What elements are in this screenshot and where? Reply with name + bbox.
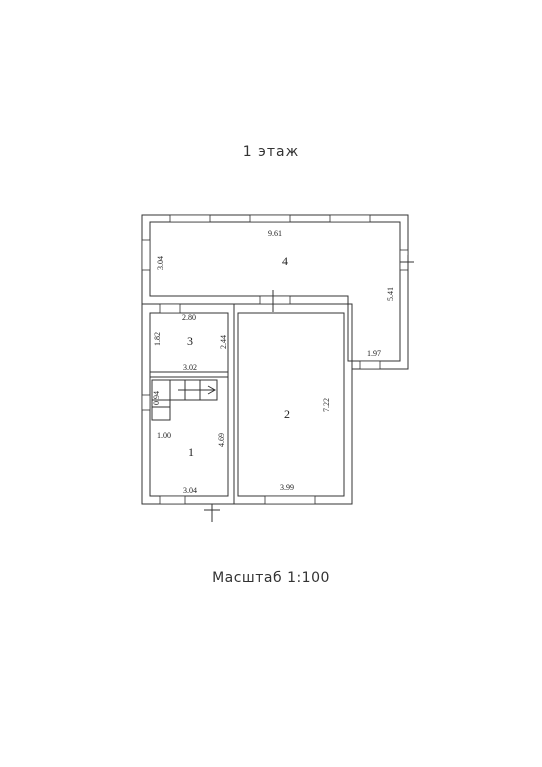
- dim-stair: 0.94: [152, 391, 161, 405]
- dim-room1-bottom: 3.04: [183, 486, 197, 495]
- exterior-walls: [141, 214, 409, 505]
- room-2-number: 2: [284, 407, 290, 421]
- dim-room2-bottom: 3.99: [280, 483, 294, 492]
- dim-room3-left: 1.82: [153, 332, 162, 346]
- dim-room4-right: 5.41: [386, 287, 395, 301]
- dim-room3-width: 2.80: [182, 313, 196, 322]
- floor-title: 1 этаж: [242, 144, 300, 160]
- room-3-number: 3: [187, 334, 193, 348]
- room-4-number: 4: [282, 254, 288, 268]
- dim-room4-bottom-right: 1.97: [367, 349, 381, 358]
- dim-room3-right: 2.44: [219, 335, 228, 349]
- dim-room2-height: 7.22: [322, 398, 331, 412]
- room-1-number: 1: [188, 445, 194, 459]
- windows: [141, 214, 409, 505]
- dim-room1-top: 1.00: [157, 431, 171, 440]
- dim-room4-width: 9.61: [268, 229, 282, 238]
- entry-marks: [204, 255, 414, 522]
- scale-label: Масштаб 1:100: [212, 570, 330, 586]
- dim-room3-bottom: 3.02: [183, 363, 197, 372]
- dim-room4-left: 3.04: [156, 256, 165, 270]
- dim-room1-right: 4.69: [217, 433, 226, 447]
